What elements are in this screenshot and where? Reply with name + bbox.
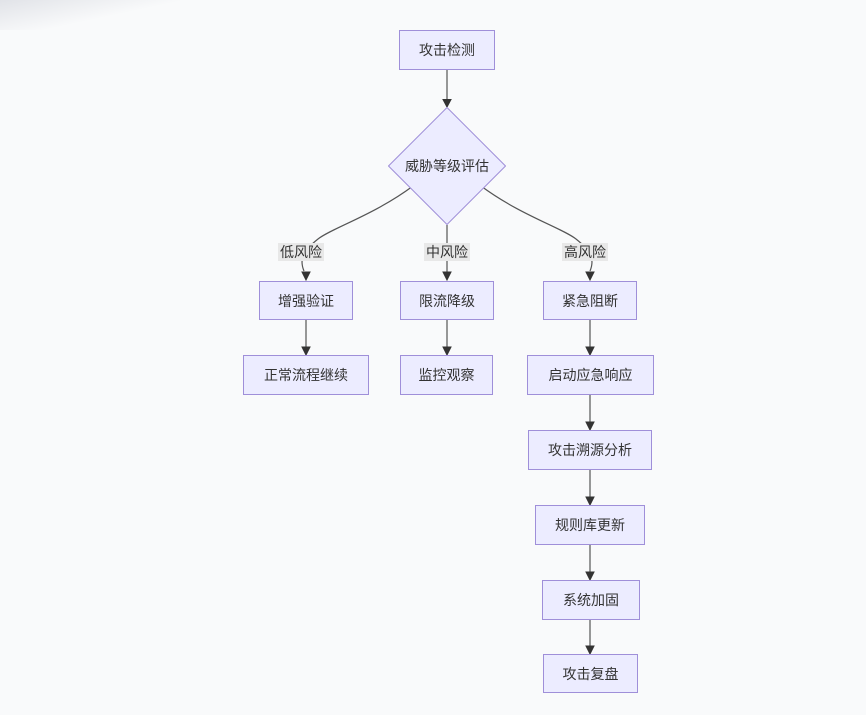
node-label: 攻击检测 [419, 42, 475, 58]
node-attack-trace-analysis: 攻击溯源分析 [528, 430, 652, 470]
node-label: 正常流程继续 [264, 367, 348, 383]
node-label: 限流降级 [419, 292, 475, 309]
node-attack-detection: 攻击检测 [399, 30, 495, 70]
node-label: 监控观察 [418, 367, 475, 383]
node-threat-assessment: 威胁等级评估 [388, 107, 506, 225]
arrowhead-icon [585, 421, 595, 432]
node-start-emergency-response: 启动应急响应 [527, 355, 654, 395]
arrowhead-icon [442, 346, 452, 357]
node-label: 紧急阻断 [562, 292, 618, 309]
edge-label-medium-risk: 中风险 [424, 243, 470, 261]
node-label: 威胁等级评估 [405, 158, 489, 174]
node-label: 攻击溯源分析 [548, 442, 632, 458]
node-normal-flow-continue: 正常流程继续 [243, 355, 369, 395]
node-label: 规则库更新 [555, 517, 625, 533]
node-label: 启动应急响应 [548, 367, 633, 383]
node-label: 增强验证 [278, 292, 334, 309]
arrowhead-icon [585, 346, 595, 357]
node-label: 系统加固 [563, 592, 619, 608]
node-emergency-block: 紧急阻断 [543, 281, 637, 320]
arrowhead-icon [585, 571, 595, 582]
edge-label-high-risk: 高风险 [562, 243, 608, 261]
arrowhead-icon [442, 99, 452, 109]
node-monitor-observe: 监控观察 [400, 355, 493, 395]
arrowhead-icon [301, 346, 311, 357]
node-enhanced-verification: 增强验证 [259, 281, 353, 320]
node-attack-review: 攻击复盘 [543, 654, 638, 693]
edge-label-low-risk: 低风险 [278, 243, 324, 261]
diamond-shape-icon [388, 107, 506, 225]
arrowhead-icon [585, 496, 595, 507]
arrowhead-icon [585, 645, 595, 656]
arrowhead-icon [585, 271, 595, 282]
node-rate-limit-downgrade: 限流降级 [400, 281, 494, 320]
arrowhead-icon [442, 271, 452, 282]
node-system-hardening: 系统加固 [542, 580, 640, 620]
node-rule-base-update: 规则库更新 [535, 505, 645, 545]
node-label: 攻击复盘 [562, 665, 619, 682]
arrowhead-icon [301, 271, 311, 282]
